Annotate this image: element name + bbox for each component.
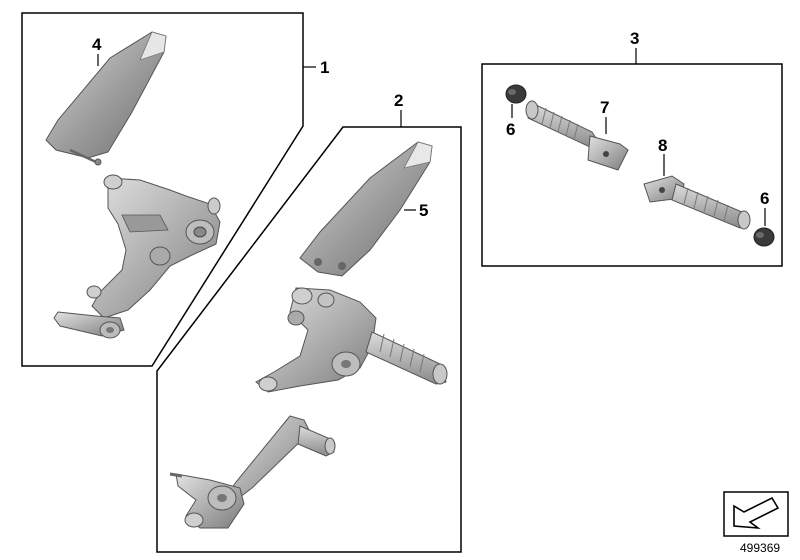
catalog-number: 499369 [740, 541, 780, 555]
heel-plate-left [45, 31, 167, 166]
shift-rod-center [169, 415, 336, 529]
arrow-down-left-icon [723, 491, 789, 537]
footpeg-right [643, 175, 751, 230]
leader-lines [97, 54, 766, 226]
callout-heel-plate-left: 4 [92, 35, 102, 54]
rubber-cap-top [505, 84, 527, 104]
group-frame-left [21, 12, 316, 367]
group-frame-right [481, 48, 783, 267]
callout-group-left: 1 [320, 58, 329, 77]
footrest-bracket-left [86, 174, 221, 319]
rubber-cap-bottom [753, 227, 775, 247]
heel-plate-center [299, 141, 433, 277]
callout-footpeg-left: 7 [600, 98, 609, 117]
shift-lever-left [53, 311, 125, 339]
callout-heel-plate-center: 5 [419, 201, 428, 220]
callout-rubber-cap-top: 6 [506, 120, 515, 139]
footpeg-left [525, 100, 629, 171]
callout-group-right: 3 [630, 29, 639, 48]
group-frame-center [156, 110, 462, 553]
callout-footpeg-right: 8 [658, 136, 667, 155]
callout-group-center: 2 [394, 91, 403, 110]
footpeg-center [365, 331, 448, 385]
footrest-bracket-center [255, 287, 377, 393]
callout-rubber-cap-bottom: 6 [760, 189, 769, 208]
